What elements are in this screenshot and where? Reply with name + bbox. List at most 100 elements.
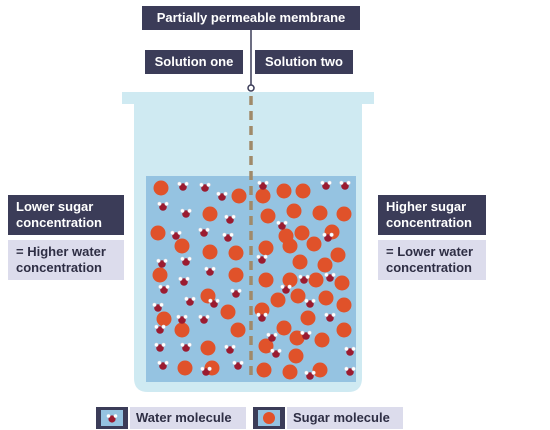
sugar-molecule: [306, 236, 322, 252]
sugar-molecule: [295, 183, 311, 199]
sugar-molecule: [288, 348, 304, 364]
sugar-molecule: [317, 257, 333, 273]
water-molecule: [232, 360, 244, 370]
sugar-molecule: [258, 272, 274, 288]
water-molecule: [298, 274, 310, 284]
sugar-molecule: [289, 330, 305, 346]
sugar-molecule: [156, 311, 172, 327]
water-molecule: [204, 266, 216, 276]
sugar-molecule: [312, 362, 328, 378]
sugar-molecule: [258, 338, 274, 354]
sugar-molecule: [202, 244, 218, 260]
water-molecule: [230, 288, 242, 298]
water-molecule: [256, 312, 268, 322]
water-molecule: [344, 346, 356, 356]
sugar-molecule: [336, 206, 352, 222]
sugar-molecule: [230, 322, 246, 338]
water-molecule: [344, 366, 356, 376]
sugar-molecule: [290, 288, 306, 304]
water-molecule: [224, 214, 236, 224]
water-molecule: [304, 370, 316, 380]
sugar-molecule: [336, 297, 352, 313]
water-molecule: [180, 256, 192, 266]
water-molecule: [180, 208, 192, 218]
water-molecule: [157, 201, 169, 211]
legend-water-label: Water molecule: [130, 407, 246, 429]
higher-water-label: = Higher water concentration: [8, 240, 124, 280]
water-molecule: [280, 284, 292, 294]
sugar-molecule: [318, 290, 334, 306]
water-molecule: [224, 344, 236, 354]
water-molecule: [178, 276, 190, 286]
water-molecule: [300, 330, 312, 340]
water-molecule: [320, 180, 332, 190]
water-molecule: [276, 220, 288, 230]
sugar-molecule: [314, 332, 330, 348]
sugar-molecule: [202, 206, 218, 222]
water-molecule: [339, 180, 351, 190]
solution-one-label: Solution one: [145, 50, 243, 74]
sugar-molecule: [256, 362, 272, 378]
sugar-molecule: [330, 247, 346, 263]
sugar-molecule: [228, 267, 244, 283]
water-molecule: [198, 227, 210, 237]
lower-water-line1: = Lower water: [386, 244, 474, 259]
sugar-molecule: [174, 322, 190, 338]
sugar-molecule: [336, 322, 352, 338]
water-molecule: [257, 180, 269, 190]
sugar-molecule: [292, 254, 308, 270]
water-molecule: [184, 296, 196, 306]
sugar-molecule: [174, 238, 190, 254]
molecules: [150, 180, 356, 380]
sugar-molecule: [282, 238, 298, 254]
water-molecule: [154, 342, 166, 352]
higher-water-line2: concentration: [16, 260, 102, 275]
water-molecule: [157, 360, 169, 370]
sugar-molecule: [200, 340, 216, 356]
lower-sugar-line2: concentration: [16, 215, 102, 230]
water-molecule: [322, 232, 334, 242]
water-molecule: [324, 312, 336, 322]
sugar-molecule: [228, 245, 244, 261]
sugar-molecule: [255, 188, 271, 204]
higher-water-line1: = Higher water: [16, 244, 106, 259]
water-molecule: [176, 314, 188, 324]
higher-sugar-line1: Higher sugar: [386, 199, 467, 214]
water-molecule: [152, 302, 164, 312]
legend-sugar-icon: [253, 407, 285, 429]
sugar-molecule: [282, 272, 298, 288]
sugar-molecule: [294, 225, 310, 241]
sugar-molecule: [286, 203, 302, 219]
solution-two-text: Solution two: [265, 54, 343, 69]
sugar-molecule: [282, 364, 298, 380]
lower-sugar-label: Lower sugar concentration: [8, 195, 124, 235]
sugar-molecule: [308, 272, 324, 288]
water-molecule: [180, 342, 192, 352]
water-molecule: [156, 258, 168, 268]
water-molecule: [177, 181, 189, 191]
water-molecule: [270, 348, 282, 358]
higher-sugar-label: Higher sugar concentration: [378, 195, 486, 235]
lower-water-line2: concentration: [386, 260, 472, 275]
water-molecule: [200, 366, 212, 376]
water-molecule: [256, 254, 268, 264]
water-molecule: [170, 230, 182, 240]
water-molecule: [208, 298, 220, 308]
legend-sugar-label: Sugar molecule: [287, 407, 403, 429]
sugar-molecule: [270, 292, 286, 308]
solution-two-label: Solution two: [255, 50, 353, 74]
higher-sugar-line2: concentration: [386, 215, 472, 230]
water-molecule: [198, 314, 210, 324]
sugar-molecule: [300, 310, 316, 326]
sugar-molecule: [276, 183, 292, 199]
sugar-molecule: [312, 205, 328, 221]
water-molecule: [158, 284, 170, 294]
sugar-molecule: [334, 275, 350, 291]
water-molecule: [266, 332, 278, 342]
water-molecule: [216, 191, 228, 201]
sugar-molecule: [260, 208, 276, 224]
water-molecule: [222, 232, 234, 242]
membrane-label: Partially permeable membrane: [142, 6, 360, 30]
water-molecule: [324, 272, 336, 282]
